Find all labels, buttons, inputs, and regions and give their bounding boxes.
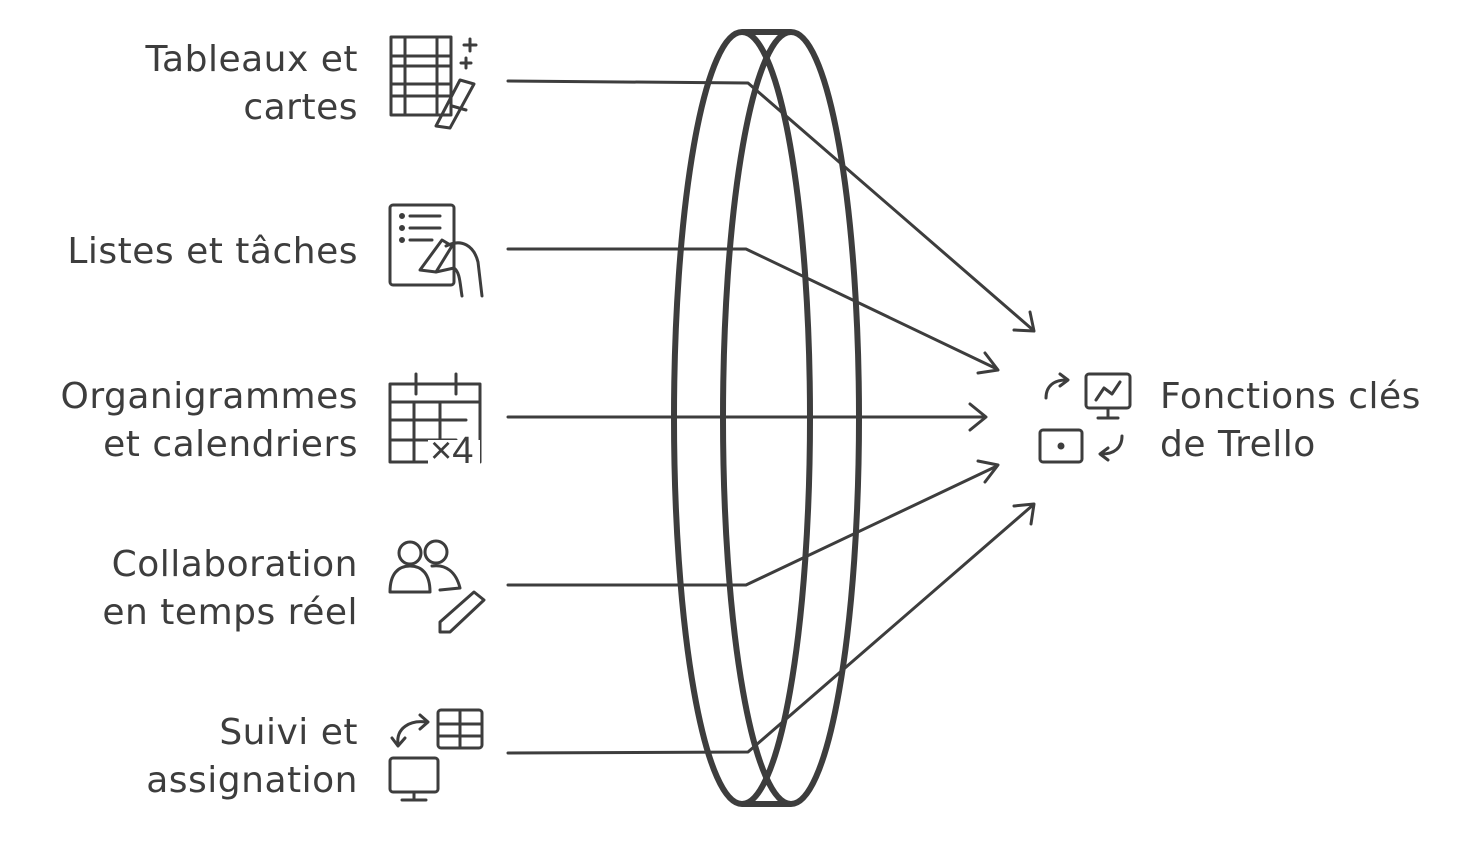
tracking-icon (388, 708, 484, 802)
connector-collaboration (506, 459, 1000, 587)
input-label-collaboration: Collaboration en temps réel (102, 544, 358, 633)
board-edit-icon (389, 35, 478, 130)
input-label-listes: Listes et tâches (67, 231, 358, 272)
task-list-icon (388, 203, 484, 298)
connector-tableaux (506, 79, 1036, 333)
connector-organigrammes (506, 402, 988, 432)
calendar-multiplier: ×4 (430, 430, 473, 472)
input-label-suivi: Suivi et assignation (146, 712, 358, 801)
connector-listes (506, 247, 1000, 375)
features-icon (1038, 372, 1132, 464)
output-label: Fonctions clés de Trello (1160, 376, 1421, 465)
input-label-organigrammes: Organigrammes et calendriers (60, 376, 358, 465)
team-edit-icon (388, 539, 486, 634)
calendar-icon (388, 372, 482, 466)
connector-suivi (506, 502, 1036, 755)
input-label-tableaux: Tableaux et cartes (145, 39, 358, 128)
